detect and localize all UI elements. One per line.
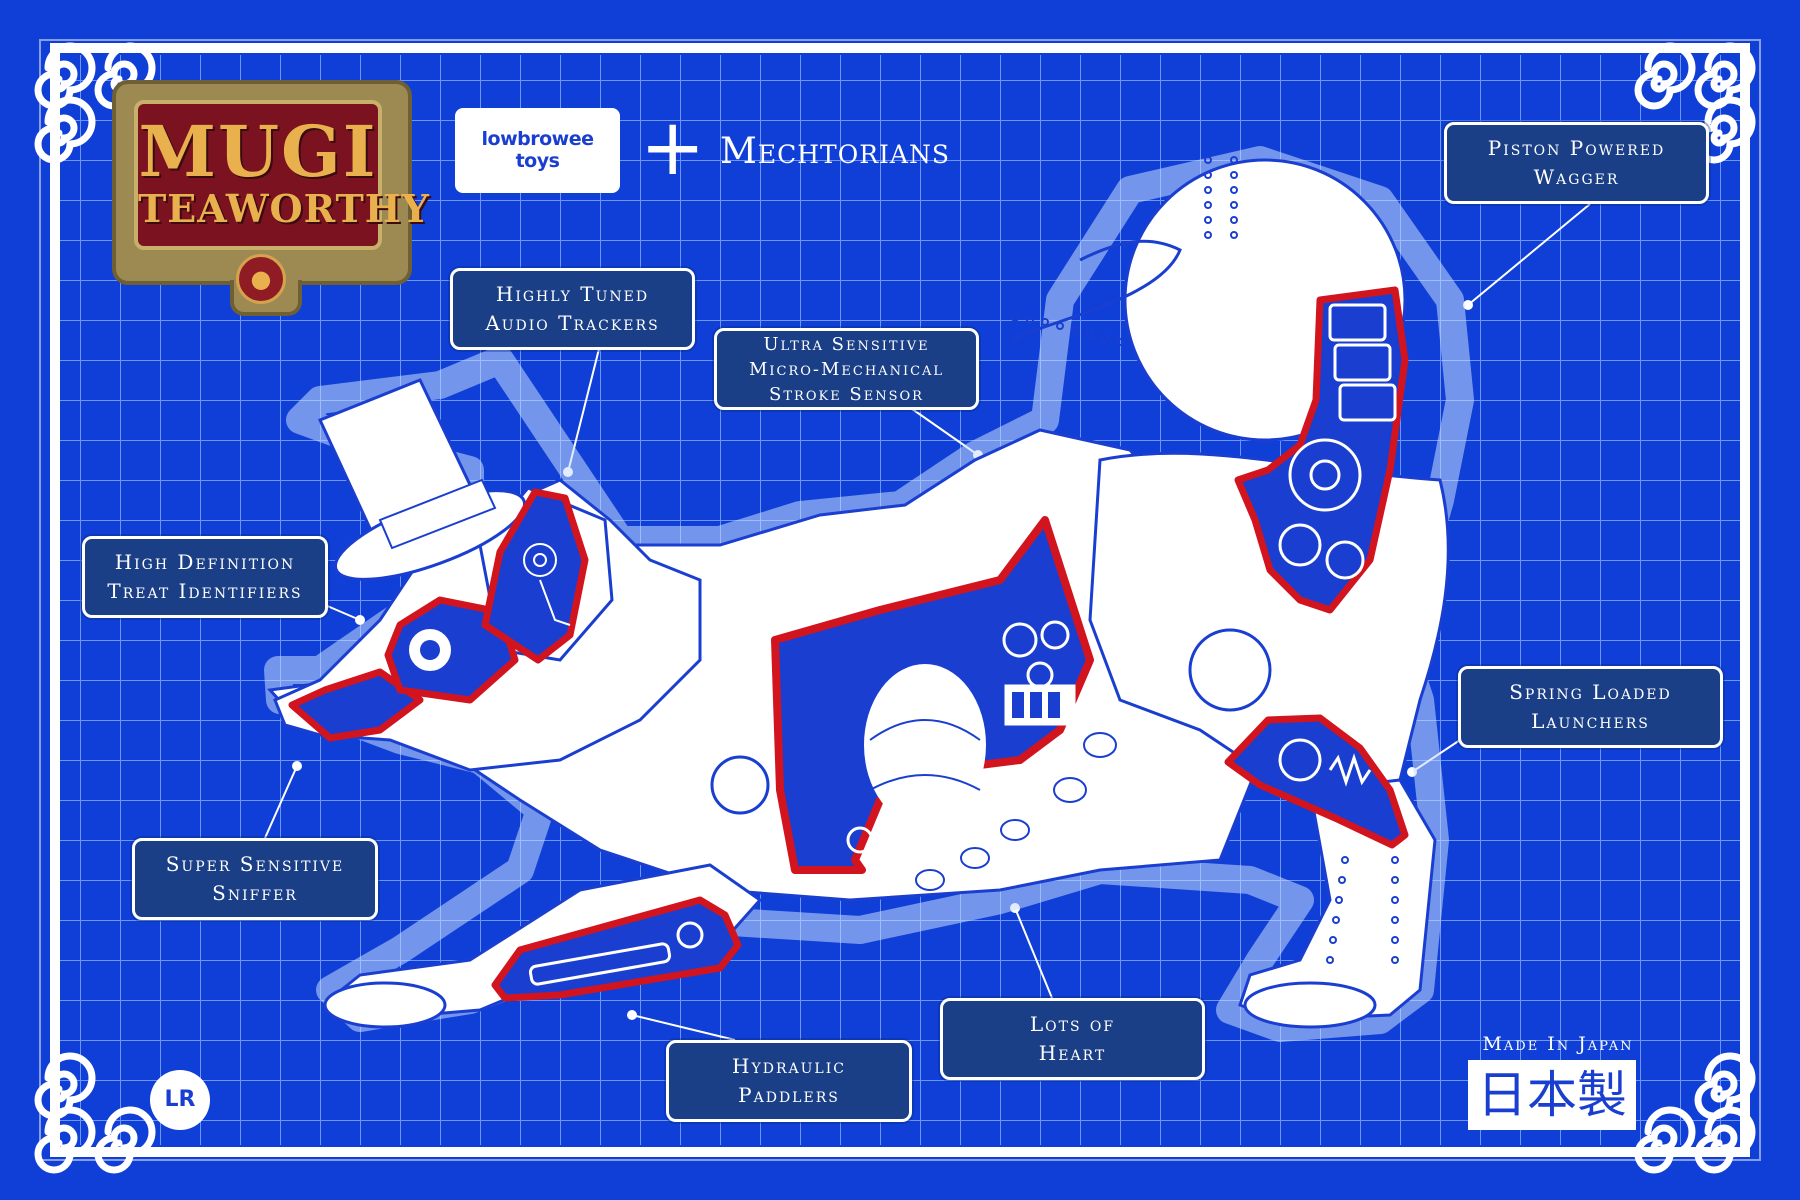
- callout-line: Spring Loaded: [1509, 680, 1672, 704]
- callout-hydraulic-paddlers: Hydraulic Paddlers: [666, 1040, 912, 1122]
- paw-icon: ●: [236, 254, 286, 304]
- callout-line: Stroke Sensor: [769, 383, 924, 405]
- lens-pupil: [420, 640, 440, 660]
- rivet-row: [1011, 156, 1238, 346]
- hip-joint: [1188, 628, 1272, 712]
- leader-line: [1014, 907, 1053, 999]
- piston-block: [1333, 343, 1392, 382]
- rivet-row: [1326, 856, 1399, 964]
- callout-ultra-sensitive-stroke-sensor: Ultra Sensitive Micro-Mechanical Stroke …: [714, 328, 979, 410]
- piston-block: [1328, 303, 1387, 342]
- plus-sign: +: [640, 103, 706, 193]
- callout-line: Piston Powered: [1487, 136, 1666, 160]
- flywheel-icon: [1288, 438, 1362, 512]
- callout-highly-tuned-audio-trackers: Highly Tuned Audio Trackers: [450, 268, 695, 350]
- callout-line: Hydraulic: [732, 1054, 846, 1078]
- callout-line: High Definition: [114, 550, 296, 574]
- callout-line: Paddlers: [738, 1083, 840, 1107]
- leader-line: [324, 604, 361, 621]
- made-in-japan-label: Made In Japan: [1482, 1033, 1634, 1055]
- callout-line: Heart: [1038, 1041, 1107, 1065]
- top-hat: [317, 378, 527, 581]
- callout-line: Launchers: [1531, 709, 1650, 733]
- callout-line: Wagger: [1533, 165, 1620, 189]
- gear-icon: [1278, 523, 1322, 567]
- gear-icon: [1325, 540, 1365, 580]
- callout-line: Highly Tuned: [495, 282, 650, 306]
- callout-line: Ultra Sensitive: [763, 333, 930, 355]
- front-paw: [323, 981, 447, 1029]
- mugi-dog-illustration: [264, 146, 1474, 1042]
- leader-line: [1467, 203, 1591, 306]
- cutaway-sniffer: [288, 668, 424, 742]
- logo-inner-panel: MUGI TEAWORTHY: [134, 100, 430, 250]
- artist-badge-icon: LR: [150, 1070, 210, 1130]
- lowbrowee-toys-logo: lowbrowee toys: [455, 108, 620, 193]
- logo-line-1: MUGI: [138, 110, 378, 193]
- leader-line: [264, 765, 298, 839]
- callout-line: Super Sensitive: [165, 852, 345, 876]
- rear-paw: [1243, 981, 1377, 1029]
- cutaway-launchers: [1224, 714, 1409, 849]
- frame-border: [50, 43, 1750, 1157]
- frame-outer-line: [39, 39, 1761, 1161]
- callout-line: Audio Trackers: [485, 311, 660, 335]
- leader-dot: [292, 761, 302, 771]
- piston-block: [1338, 383, 1397, 422]
- mechanical-heart-icon: [864, 664, 986, 826]
- hydraulic-cylinder-icon: [528, 921, 704, 986]
- callout-super-sensitive-sniffer: Super Sensitive Sniffer: [132, 838, 378, 920]
- spring-icon: [1278, 738, 1372, 787]
- callout-high-definition-treat-identifiers: High Definition Treat Identifiers: [82, 536, 328, 618]
- leader-line: [631, 1014, 736, 1041]
- cutaway-wagger: [1234, 286, 1409, 614]
- leader-dot: [627, 1010, 637, 1020]
- callout-lots-of-heart: Lots of Heart: [940, 998, 1205, 1080]
- gear-icon: [846, 620, 1070, 855]
- callout-spring-loaded-launchers: Spring Loaded Launchers: [1458, 666, 1723, 748]
- callout-piston-powered-wagger: Piston Powered Wagger: [1444, 122, 1709, 204]
- toys-word: toys: [515, 150, 560, 172]
- callout-line: Lots of: [1029, 1012, 1116, 1036]
- callout-line: Micro-Mechanical: [748, 358, 945, 380]
- japanese-made-label: 日本製: [1468, 1060, 1636, 1130]
- cutaway-paddlers: [491, 896, 742, 1002]
- logo-line-2: TEAWORTHY: [138, 186, 430, 231]
- mugi-teaworthy-logo: MUGI TEAWORTHY ●: [112, 80, 430, 320]
- callout-line: Sniffer: [212, 881, 298, 905]
- leader-dot: [1463, 300, 1473, 310]
- mechtorians-logo: Mechtorians: [720, 131, 950, 172]
- shoulder-joint: [710, 755, 770, 815]
- callout-line: Treat Identifiers: [107, 579, 303, 603]
- lowbrowee-word: lowbrowee: [481, 128, 594, 150]
- leader-dot: [355, 615, 365, 625]
